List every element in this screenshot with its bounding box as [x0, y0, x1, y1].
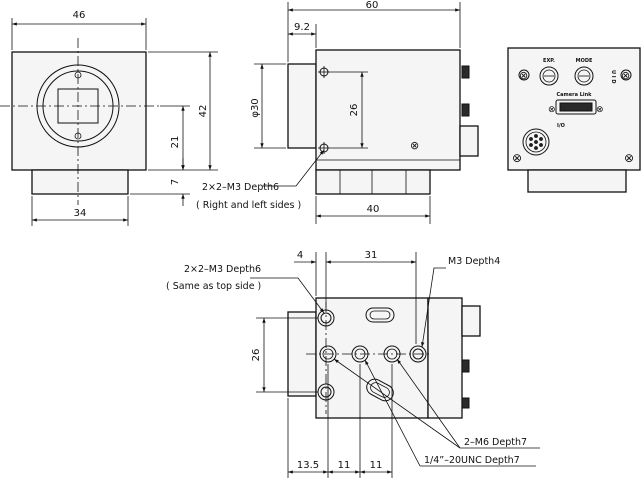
rear-screw-bl-mark: ⊗: [512, 151, 522, 165]
rear-screw-tl-mark: ⊗: [519, 69, 528, 82]
mode-rotary-switch: [574, 66, 594, 86]
bottom-slot-upper: [365, 307, 395, 323]
bottom-view: 4 31 26 13.5 11 11 2×2–M3 Depth6 ( Same …: [166, 250, 540, 478]
front-height-dim: 42: [198, 105, 209, 118]
bottom-top-note-line1: 2×2–M3 Depth6: [184, 264, 261, 275]
bottom-m3-note: M3 Depth4: [448, 256, 500, 267]
side-diameter-dim: φ30: [250, 98, 261, 117]
side-connector-upper: [461, 65, 470, 79]
side-view: ⊗ 60 9.2 φ30 26 40 2×2–M3 Depth6 ( Right…: [196, 0, 479, 224]
camera-link-screw-left: ⊗: [548, 105, 556, 115]
rear-screw-tr: [620, 69, 632, 81]
exp-rotary-switch: [539, 66, 559, 86]
side-length-dim: 60: [366, 0, 379, 11]
bottom-x1-dim: 13.5: [297, 460, 319, 471]
bottom-offset-dim: 4: [297, 250, 303, 261]
front-width-dim: 46: [73, 10, 86, 21]
camera-link-screw-right: ⊗: [596, 105, 604, 115]
front-foot-width-dim: 34: [74, 208, 87, 219]
bottom-rear-section: [427, 297, 463, 419]
side-flange-dim: 9.2: [294, 22, 310, 33]
front-view: 46 42 21 7 34: [0, 10, 218, 226]
front-foot: [31, 169, 129, 195]
bottom-m6-note: 2–M6 Depth7: [464, 437, 527, 448]
io-label: I/O: [557, 123, 565, 129]
side-connector-lower: [459, 125, 479, 157]
side-body: [315, 49, 461, 171]
mode-label: MODE: [576, 58, 593, 64]
side-screw-mark: ⊗: [410, 139, 419, 152]
exp-label: EXP.: [543, 58, 555, 64]
bottom-hole-spacing-dim: 26: [251, 349, 262, 362]
camera-link-label: Camera Link: [556, 92, 592, 98]
side-hole-note-line1: 2×2–M3 Depth6: [202, 182, 279, 193]
front-center-height-dim: 21: [170, 136, 181, 149]
side-base-length-dim: 40: [367, 204, 380, 215]
bottom-x2-dim: 11: [338, 460, 351, 471]
rear-screw-tr-mark: ⊗: [621, 69, 630, 82]
bottom-connector: [461, 305, 481, 337]
side-connector-middle: [461, 103, 470, 117]
rear-screw-br-mark: ⊗: [624, 151, 634, 165]
io-connector: [522, 128, 550, 156]
uid-label: U I D: [610, 70, 616, 84]
rear-view: ⊗ ⊗ ⊗ ⊗ EXP. MODE U I D Camera Link ⊗ ⊗ …: [507, 47, 641, 193]
camera-link-connector: [555, 99, 597, 115]
side-foot: [315, 169, 431, 195]
side-lens-flange: [287, 63, 317, 149]
bottom-x3-dim: 11: [370, 460, 383, 471]
front-foot-height-dim: 7: [170, 179, 181, 185]
bottom-top-note-line2: ( Same as top side ): [166, 281, 261, 292]
side-hole-note-line2: ( Right and left sides ): [196, 200, 301, 211]
bottom-tripod-note: 1/4”–20UNC Depth7: [424, 455, 520, 466]
front-body: [11, 51, 147, 171]
rear-screw-tl: [518, 69, 530, 81]
side-hole-spacing-dim: 26: [349, 104, 360, 117]
bottom-hole-span-dim: 31: [365, 250, 378, 261]
rear-foot: [527, 169, 627, 193]
